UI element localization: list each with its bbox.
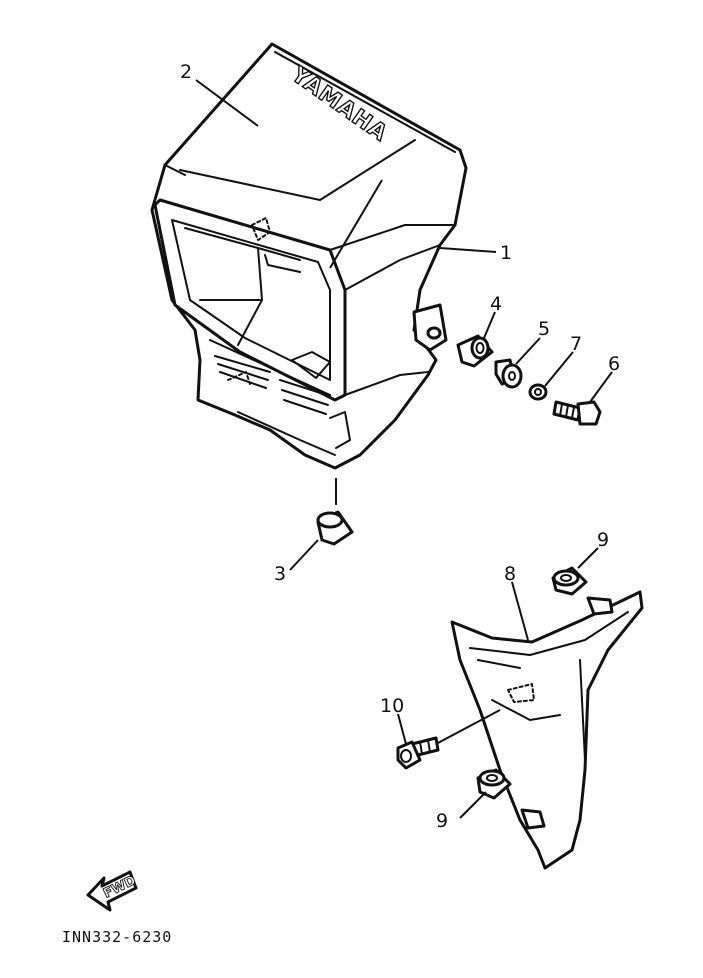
callout-labels: 2 1 3 4 5 7 6 8 9 9 10	[180, 61, 620, 832]
callout-9-lower: 9	[436, 810, 448, 832]
bolt-part-6	[552, 400, 602, 426]
side-cover-part-8	[450, 590, 644, 870]
grommet-part-3	[316, 510, 354, 546]
washer-part-7	[528, 383, 548, 401]
callout-5: 5	[538, 318, 550, 340]
drawing-code: INN332-6230	[62, 928, 172, 946]
callout-3: 3	[274, 563, 286, 585]
callout-8: 8	[504, 563, 516, 585]
grommet-part-9-upper	[551, 566, 588, 596]
callout-2: 2	[180, 61, 192, 83]
collar-part-5	[494, 358, 523, 389]
callout-10: 10	[380, 695, 404, 717]
callout-9-upper: 9	[597, 529, 609, 551]
grommet-part-4	[456, 334, 494, 368]
bolt-part-10	[396, 736, 440, 770]
callout-1: 1	[500, 242, 512, 264]
headlight-cowl: YAMAHA	[150, 42, 468, 470]
callout-7: 7	[570, 333, 582, 355]
grommet-part-9-lower	[476, 768, 512, 800]
leader-lines	[195, 79, 613, 819]
callout-4: 4	[490, 293, 502, 315]
callout-6: 6	[608, 353, 620, 375]
forward-arrow-icon: FWD	[86, 870, 139, 912]
